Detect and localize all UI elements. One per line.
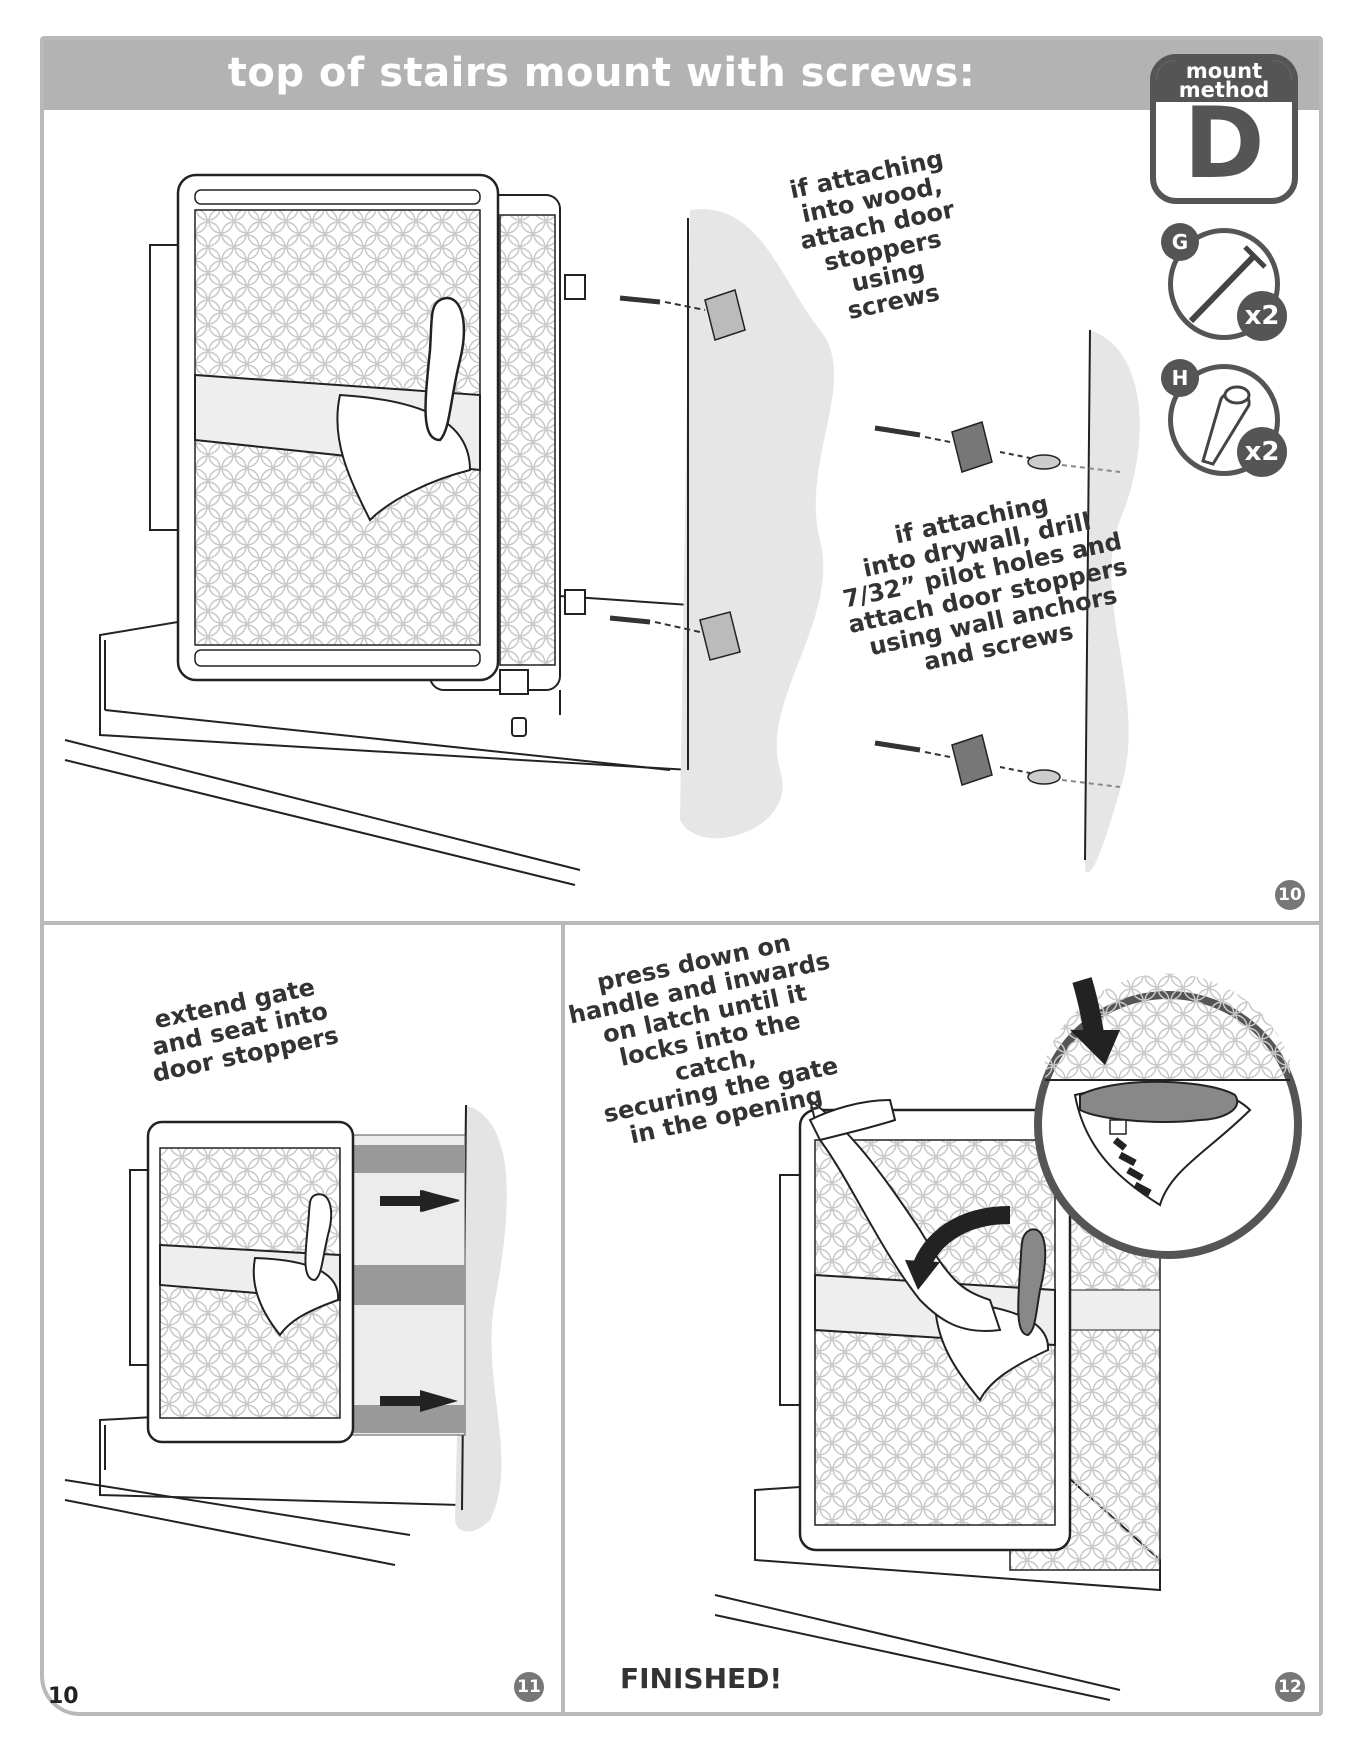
wall-anchor-icon <box>1201 385 1251 466</box>
arrow-right-icon <box>380 1390 458 1412</box>
wall-anchor-icon <box>1027 454 1061 470</box>
part-g: G x2 <box>1161 223 1287 341</box>
panel-divider-horizontal <box>44 921 1319 925</box>
panel-divider-vertical <box>561 925 565 1712</box>
step-number-10: 10 <box>1275 880 1305 910</box>
screw-icon <box>619 295 706 311</box>
part-g-letter: G <box>1161 223 1199 261</box>
section-header: top of stairs mount with screws: <box>44 40 1319 110</box>
screw-icon <box>609 615 701 633</box>
step12-illustration <box>714 973 1302 1701</box>
step10-illustration <box>64 173 1140 886</box>
mount-method-letter: D <box>1183 87 1265 201</box>
screw-icon <box>1188 245 1267 324</box>
finished-label: FINISHED! <box>620 1662 783 1695</box>
step-number-11: 11 <box>514 1672 544 1702</box>
part-h: H x2 <box>1161 359 1287 477</box>
page-number: 10 <box>48 1684 79 1709</box>
screw-icon <box>874 740 951 758</box>
section-title: top of stairs mount with screws: <box>227 50 976 96</box>
part-h-letter: H <box>1161 359 1199 397</box>
arrow-down-icon <box>1070 1030 1120 1065</box>
arrow-right-icon <box>380 1190 460 1212</box>
screw-icon <box>874 425 951 443</box>
curved-arrow-icon <box>905 1260 940 1290</box>
step11-illustration <box>64 1104 507 1566</box>
page-frame <box>40 36 1323 1716</box>
step-number-12: 12 <box>1275 1672 1305 1702</box>
part-h-quantity: x2 <box>1237 427 1287 477</box>
mount-method-label: mount method <box>1156 60 1292 102</box>
part-g-quantity: x2 <box>1237 291 1287 341</box>
wall-anchor-icon <box>1027 769 1061 785</box>
mount-method-badge: mount method D <box>1150 54 1298 204</box>
